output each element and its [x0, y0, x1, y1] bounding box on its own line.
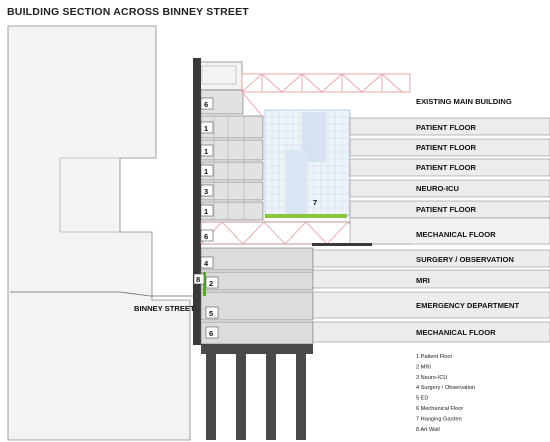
floor-detail-lines: [213, 116, 245, 220]
floor-number: 6: [204, 100, 208, 109]
floor-label: SURGERY / OBSERVATION: [416, 255, 514, 264]
floor-labels: EXISTING MAIN BUILDING PATIENT FLOOR PATIE…: [416, 97, 519, 337]
legend-item: 7 Hanging Garden: [416, 416, 462, 422]
tower-core: [193, 58, 201, 345]
street-ground: [10, 291, 198, 297]
mechanical-floor-band: [200, 221, 352, 245]
floor-number: 6: [204, 232, 208, 241]
rooftop-mechanical-inner: [201, 65, 237, 85]
floor-number: 6: [209, 329, 213, 338]
legend: 1 Patient Floor 2 MRI 3 Neuro-ICU 4 Surgery…: [416, 354, 475, 433]
right-floor-plates: [349, 117, 550, 219]
rooftop-mechanical: [195, 61, 243, 91]
floor-label: PATIENT FLOOR: [416, 205, 477, 214]
legend-item: 1 Patient Floor: [416, 354, 453, 360]
tower-floors: [200, 89, 264, 221]
floor-number: 1: [204, 147, 208, 156]
legend-item: 4 Surgery / Observation: [416, 385, 475, 391]
podium-right-plates: [312, 249, 550, 343]
floor-label: PATIENT FLOOR: [416, 163, 477, 172]
floor-number-boxes: [193, 97, 219, 339]
floor-label: EXISTING MAIN BUILDING: [416, 97, 512, 106]
hanging-garden: [265, 214, 347, 218]
art-wall: [203, 272, 206, 296]
floor-number: 7: [313, 198, 317, 207]
floor-numbers: 6 1 1 1 3 1 6 4 2 5 6 7 8: [196, 100, 317, 338]
existing-building-outline: [7, 25, 191, 441]
floor-label: PATIENT FLOOR: [416, 123, 477, 132]
legend-item: 5 ED: [416, 396, 428, 402]
floor-number: 1: [204, 124, 208, 133]
floor-label: NEURO-ICU: [416, 184, 460, 193]
existing-main-building-plate: [349, 217, 550, 245]
existing-building-inner-line: [59, 157, 120, 233]
street-label: BINNEY STREET: [134, 304, 195, 313]
floor-number: 1: [204, 207, 208, 216]
floor-number: 8: [196, 275, 200, 284]
legend-item: 3 Neuro-ICU: [416, 375, 447, 381]
legend-item: 6 Mechanical Floor: [416, 406, 463, 412]
floor-label: PATIENT FLOOR: [416, 143, 477, 152]
atrium-glass-block-2: [285, 150, 307, 216]
legend-item: 2 MRI: [416, 364, 431, 370]
floor-number: 1: [204, 167, 208, 176]
legend-item: 8 Art Wall: [416, 427, 440, 433]
floor-label: MECHANICAL FLOOR: [416, 328, 496, 337]
floor-number: 4: [204, 259, 209, 268]
floor-label: MECHANICAL FLOOR: [416, 230, 496, 239]
floor-number: 3: [204, 187, 208, 196]
floor-label: EMERGENCY DEPARTMENT: [416, 301, 519, 310]
foundation-piers: [201, 344, 313, 440]
floor-number: 5: [209, 309, 213, 318]
floor-number: 2: [209, 279, 213, 288]
podium-floors: [200, 247, 314, 345]
dark-floor-line: [312, 243, 372, 246]
diagram-title: BUILDING SECTION ACROSS BINNEY STREET: [7, 6, 249, 18]
floor-label: MRI: [416, 276, 430, 285]
